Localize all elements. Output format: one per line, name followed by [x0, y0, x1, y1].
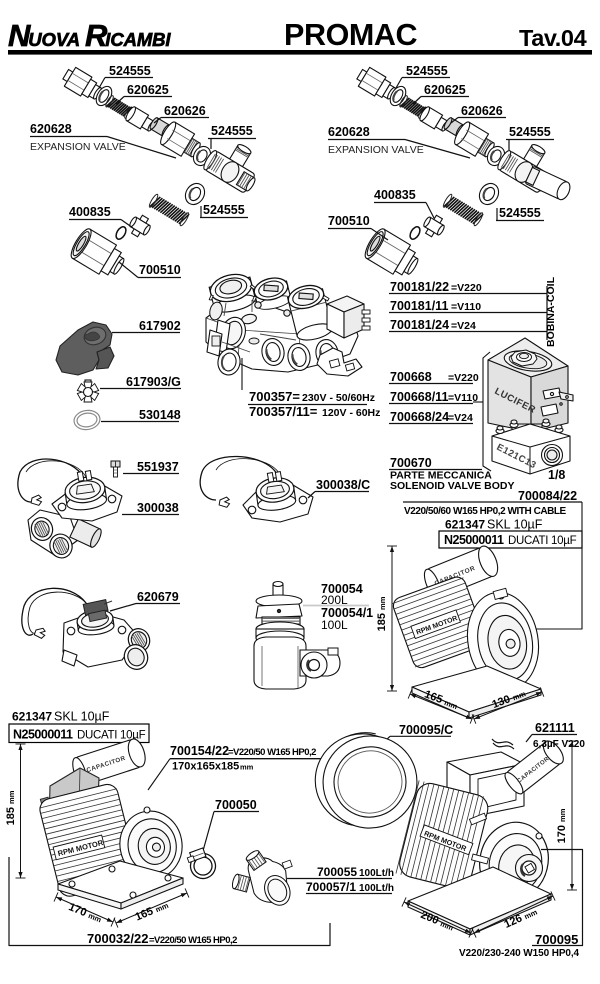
svg-text:120V - 60Hz: 120V - 60Hz — [322, 407, 380, 419]
svg-text:700055: 700055 — [317, 865, 357, 879]
svg-text:700154/22: 700154/22 — [170, 744, 229, 758]
svg-text:N25000011: N25000011 — [13, 728, 73, 742]
svg-text:SOLENOID VALVE BODY: SOLENOID VALVE BODY — [390, 480, 514, 492]
svg-text:V220/50/60 W165 HP0,2 WITH CAB: V220/50/60 W165 HP0,2 WITH CABLE — [404, 506, 567, 517]
svg-text:SKL 10µF: SKL 10µF — [54, 710, 110, 724]
svg-text:N25000011: N25000011 — [444, 533, 504, 547]
svg-text:=V110: =V110 — [448, 392, 478, 404]
svg-text:524555: 524555 — [499, 206, 541, 220]
svg-text:=V220: =V220 — [448, 372, 479, 384]
svg-text:700054: 700054 — [321, 582, 363, 596]
svg-text:700668/11: 700668/11 — [390, 390, 448, 404]
svg-text:170x165x185: 170x165x185 — [172, 761, 239, 773]
svg-text:PROMAC: PROMAC — [284, 18, 418, 52]
svg-text:BOBINA-COIL: BOBINA-COIL — [545, 276, 557, 347]
svg-text:=V220/50 W165 HP0,2: =V220/50 W165 HP0,2 — [228, 747, 316, 758]
svg-text:620625: 620625 — [127, 83, 169, 97]
svg-text:524555: 524555 — [211, 124, 253, 138]
svg-text:700357/11=: 700357/11= — [249, 404, 318, 419]
svg-text:400835: 400835 — [69, 205, 111, 219]
svg-text:PARTE MECCANICA: PARTE MECCANICA — [390, 470, 492, 482]
svg-text:=V220/50 W165 HP0,2: =V220/50 W165 HP0,2 — [149, 935, 237, 946]
svg-text:100Lt/h: 100Lt/h — [359, 868, 394, 879]
svg-text:=V110: =V110 — [451, 301, 481, 313]
svg-text:700668: 700668 — [390, 370, 432, 384]
svg-text:621347: 621347 — [12, 710, 52, 724]
svg-text:200L: 200L — [321, 593, 348, 607]
svg-text:620628: 620628 — [328, 125, 370, 139]
svg-text:=V220: =V220 — [451, 282, 482, 294]
svg-text:700181/22: 700181/22 — [390, 280, 449, 294]
svg-text:700357=: 700357= — [249, 389, 300, 404]
svg-text:DUCATI 10µF: DUCATI 10µF — [508, 535, 577, 547]
svg-text:524555: 524555 — [509, 125, 551, 139]
svg-text:621111: 621111 — [535, 721, 575, 735]
svg-text:700050: 700050 — [215, 798, 257, 812]
svg-text:700510: 700510 — [328, 214, 370, 228]
svg-text:165 mm: 165 mm — [133, 899, 170, 924]
svg-text:617903/G: 617903/G — [126, 375, 181, 389]
svg-text:Tav.04: Tav.04 — [519, 25, 587, 51]
svg-text:V220/230-240 W150 HP0,4: V220/230-240 W150 HP0,4 — [459, 948, 580, 959]
svg-text:530148: 530148 — [139, 408, 181, 422]
svg-text:=V24: =V24 — [448, 412, 473, 424]
svg-text:700084/22: 700084/22 — [518, 489, 577, 503]
svg-text:700510: 700510 — [139, 263, 181, 277]
svg-text:700057/1: 700057/1 — [306, 880, 356, 894]
svg-text:700670: 700670 — [390, 456, 432, 470]
svg-text:300038: 300038 — [137, 501, 179, 515]
svg-text:100L: 100L — [321, 618, 348, 632]
svg-text:700032/22: 700032/22 — [87, 931, 148, 946]
svg-text:700095/C: 700095/C — [399, 723, 453, 737]
svg-text:700668/24: 700668/24 — [390, 410, 449, 424]
svg-text:620679: 620679 — [137, 590, 179, 604]
svg-text:700181/24: 700181/24 — [390, 318, 449, 332]
svg-text:551937: 551937 — [137, 460, 179, 474]
svg-text:400835: 400835 — [374, 188, 416, 202]
svg-text:617902: 617902 — [139, 319, 181, 333]
svg-text:300038/C: 300038/C — [316, 478, 370, 492]
svg-text:EXPANSION VALVE: EXPANSION VALVE — [30, 141, 126, 153]
svg-text:700095: 700095 — [535, 932, 578, 947]
svg-text:mm: mm — [240, 763, 254, 772]
svg-text:620625: 620625 — [424, 83, 466, 97]
svg-text:524555: 524555 — [406, 64, 448, 78]
svg-text:170 mm: 170 mm — [67, 901, 104, 925]
svg-text:700054/1: 700054/1 — [321, 606, 373, 620]
svg-text:=V24: =V24 — [451, 320, 476, 332]
svg-text:524555: 524555 — [203, 203, 245, 217]
svg-text:620626: 620626 — [164, 104, 206, 118]
svg-text:700181/11: 700181/11 — [390, 299, 448, 313]
svg-text:6,3µF V220: 6,3µF V220 — [533, 739, 585, 750]
svg-text:524555: 524555 — [109, 64, 151, 78]
svg-text:620626: 620626 — [461, 104, 503, 118]
svg-text:100Lt/h: 100Lt/h — [359, 883, 394, 894]
svg-text:185 mm: 185 mm — [5, 790, 17, 825]
svg-text:EXPANSION VALVE: EXPANSION VALVE — [328, 144, 424, 156]
svg-text:DUCATI 10µF: DUCATI 10µF — [77, 730, 146, 742]
svg-text:620628: 620628 — [30, 122, 72, 136]
svg-text:230V - 50/60Hz: 230V - 50/60Hz — [302, 392, 375, 404]
svg-text:170 mm: 170 mm — [556, 808, 568, 843]
svg-text:621347: 621347 — [445, 518, 485, 532]
svg-text:1/8: 1/8 — [548, 468, 565, 482]
svg-text:185 mm: 185 mm — [376, 596, 388, 631]
svg-text:SKL 10µF: SKL 10µF — [487, 518, 543, 532]
